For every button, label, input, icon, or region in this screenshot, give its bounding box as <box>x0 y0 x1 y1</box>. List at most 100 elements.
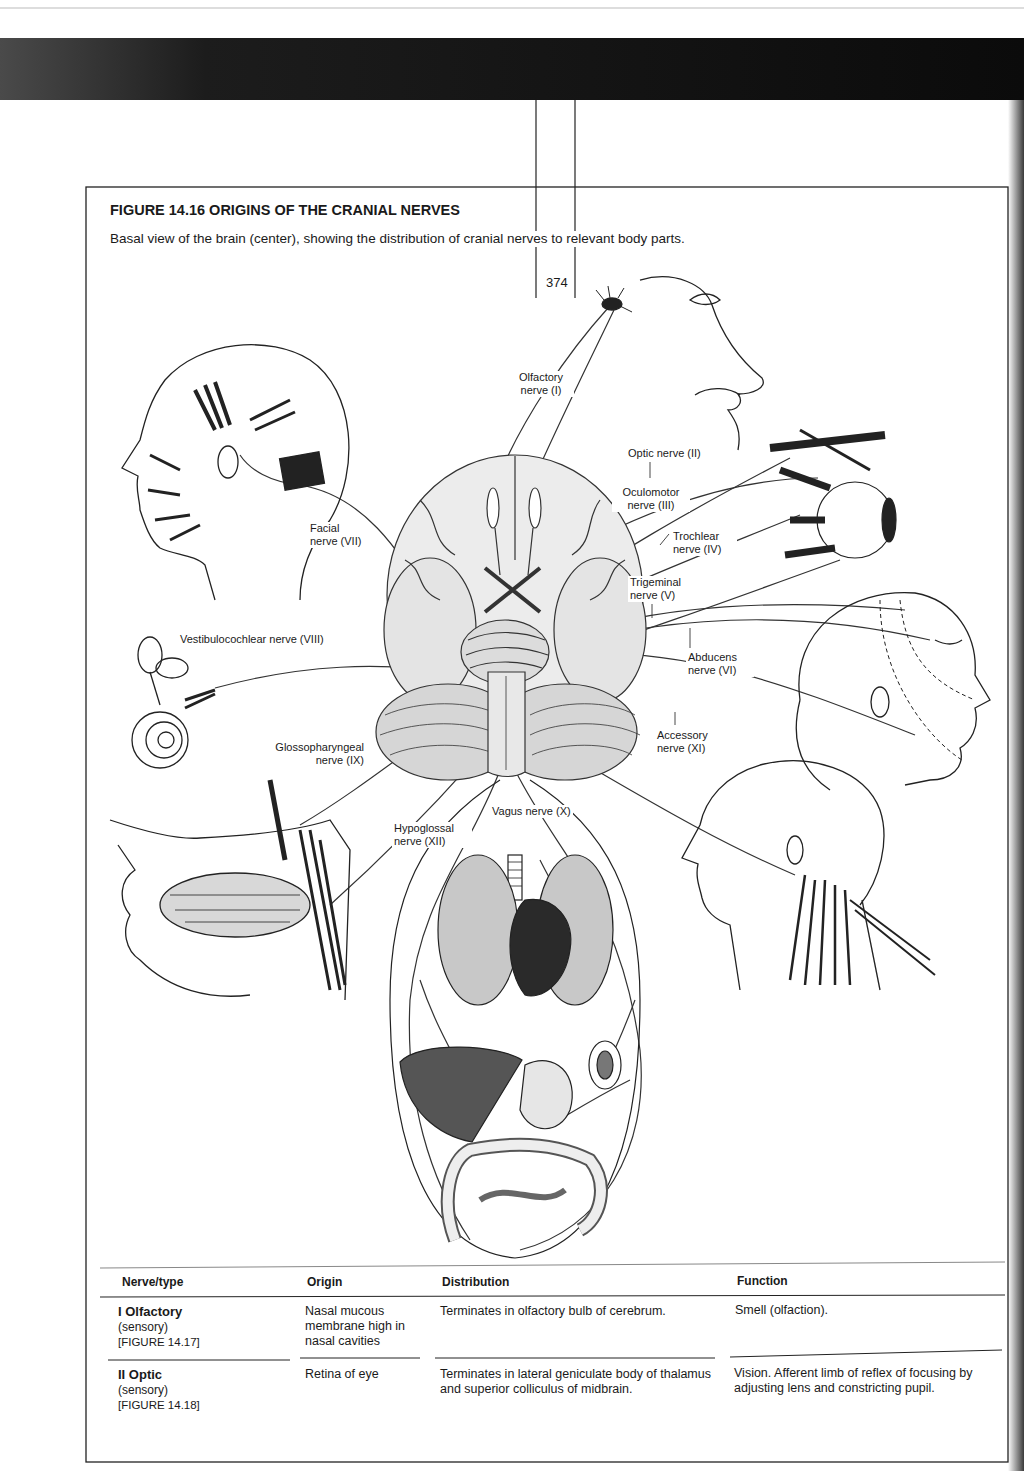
scan-band <box>0 8 1024 1471</box>
page-number-rule-part <box>574 100 575 298</box>
table-cell: [FIGURE 14.18] <box>116 1399 202 1413</box>
nose-olfactory-part <box>602 298 622 310</box>
scan-band-part <box>0 8 1024 9</box>
page-number-rule <box>536 100 575 298</box>
inner-ear-part <box>132 712 188 768</box>
brain-part <box>485 568 540 612</box>
eye-part <box>785 548 835 555</box>
figure-caption: Basal view of the brain (center), showin… <box>108 231 687 247</box>
table-rule-part <box>730 1350 1002 1357</box>
table-rule-part <box>100 1262 1005 1268</box>
nose-olfactory-part <box>596 286 632 312</box>
inner-ear-part <box>138 637 162 673</box>
nerve-label: Facial nerve (VII) <box>308 522 368 548</box>
body-organs-part <box>520 1061 572 1129</box>
inner-ear-part <box>156 658 188 678</box>
inner-ear <box>132 637 215 768</box>
head-trigeminal-part <box>796 700 830 790</box>
leader-line-part <box>660 534 669 545</box>
head-accessory-part <box>790 875 850 985</box>
table-rule <box>100 1262 1005 1360</box>
table-cell: Terminates in olfactory bulb of cerebrum… <box>438 1304 717 1319</box>
head-facial <box>122 345 349 600</box>
head-facial-part <box>280 452 325 490</box>
eye-part <box>790 517 825 524</box>
table-cell: Retina of eye <box>303 1367 381 1382</box>
brain-part <box>514 456 515 560</box>
head-facial-part <box>250 400 295 430</box>
table-cell: (sensory) <box>116 1383 170 1397</box>
page-number-rule-part <box>535 100 536 298</box>
table-cell: II Optic <box>116 1367 164 1383</box>
table-cell: Smell (olfaction). <box>733 1303 830 1318</box>
head-trigeminal-part <box>799 593 990 785</box>
inner-ear-part <box>150 672 160 705</box>
nerve-label: Accessory nerve (XI) <box>655 729 725 755</box>
table-cell: (sensory) <box>116 1320 170 1334</box>
table-cell: [FIGURE 14.17] <box>116 1336 202 1350</box>
head-trigeminal-part <box>871 687 889 717</box>
leader-line-part <box>652 604 653 618</box>
figure-frame <box>86 187 1008 1462</box>
inner-ear-part <box>185 690 215 708</box>
head-accessory-part <box>862 900 880 990</box>
nerve-line-part <box>515 770 641 1250</box>
body-organs-part <box>400 1047 522 1142</box>
nerve-line <box>215 308 930 1250</box>
body-organs-part <box>438 855 518 1005</box>
head-mouth-part <box>270 780 285 860</box>
body-organs-part <box>510 899 571 996</box>
table-header: Nerve/type <box>120 1275 185 1289</box>
head-accessory <box>682 761 935 990</box>
head-accessory-part <box>850 900 935 975</box>
head-accessory-part <box>787 836 803 864</box>
scan-band-part <box>0 38 1024 100</box>
nerve-label: Trigeminal nerve (V) <box>628 576 698 602</box>
head-accessory-part <box>682 761 884 990</box>
page-number: 374 <box>544 275 570 291</box>
head-mouth-part <box>170 895 300 922</box>
nerve-label: Abducens nerve (VI) <box>686 651 754 677</box>
eye <box>770 430 896 558</box>
head-facial-part <box>148 455 200 540</box>
nerve-label: Vagus nerve (X) <box>490 805 573 818</box>
brain-part <box>495 528 533 575</box>
eye-part <box>882 498 896 542</box>
head-mouth-part <box>300 830 345 990</box>
head-mouth-part <box>110 820 350 1000</box>
nerve-label: Vestibulocochlear nerve (VIII) <box>178 633 326 646</box>
table-header: Function <box>735 1274 790 1288</box>
body-organs <box>390 780 640 1258</box>
eye-part <box>800 430 870 470</box>
inner-ear-part <box>146 722 182 758</box>
inner-ear-part <box>158 732 174 748</box>
table-cell: Vision. Afferent limb of reflex of focus… <box>732 1366 1004 1396</box>
brain-part <box>529 488 541 528</box>
nose-olfactory-part <box>690 294 720 305</box>
scan-band-part <box>1008 100 1024 1471</box>
head-trigeminal-part <box>935 640 962 644</box>
body-organs-part <box>597 1051 613 1079</box>
nose-olfactory <box>596 277 763 450</box>
nerve-label: Optic nerve (II) <box>626 447 703 460</box>
table-rule-part <box>108 1360 290 1361</box>
nerve-label: Olfactory nerve (I) <box>508 371 574 397</box>
table-cell: Nasal mucous membrane high in nasal cavi… <box>303 1304 419 1349</box>
body-organs-part <box>508 862 522 886</box>
table-cell: Terminates in lateral geniculate body of… <box>438 1367 722 1397</box>
body-organs-part <box>390 780 640 1258</box>
head-trigeminal-part <box>880 600 975 760</box>
nerve-label: Hypoglossal nerve (XII) <box>392 822 472 848</box>
table-rule-part <box>100 1295 1005 1297</box>
table-rule-part <box>300 1358 420 1359</box>
head-trigeminal <box>796 593 990 790</box>
nose-olfactory-part <box>695 389 740 395</box>
body-organs-part <box>448 1145 601 1240</box>
body-organs-part <box>480 1190 565 1200</box>
brain-part <box>405 500 625 600</box>
table-header: Origin <box>305 1275 344 1289</box>
head-mouth-part <box>160 873 310 937</box>
nose-olfactory-part <box>640 277 763 450</box>
table-rule-part <box>435 1358 715 1359</box>
